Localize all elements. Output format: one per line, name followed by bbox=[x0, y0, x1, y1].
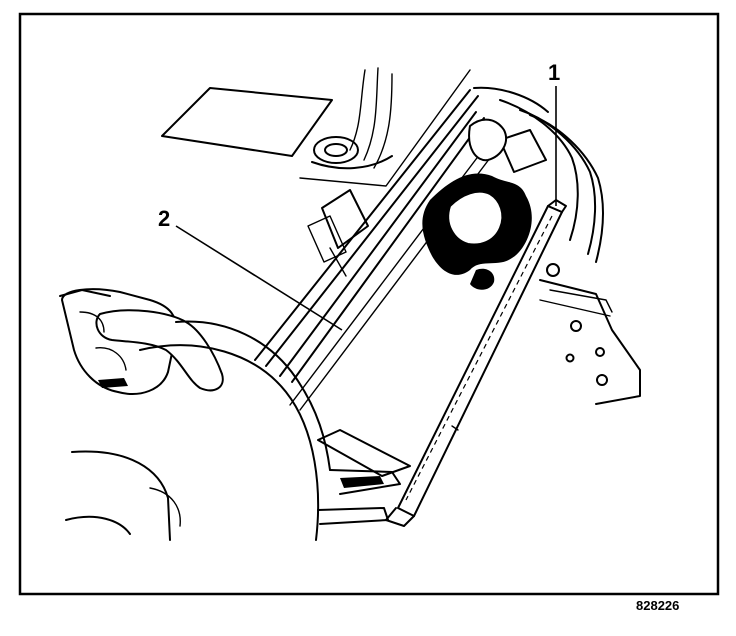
floor-pad bbox=[161, 87, 333, 157]
body-hole bbox=[596, 374, 608, 386]
seat-trim bbox=[59, 288, 224, 395]
body-side-panel bbox=[539, 279, 641, 405]
figure-frame bbox=[18, 12, 720, 596]
weatherstrip bbox=[385, 199, 567, 527]
pinch-weld bbox=[307, 189, 369, 277]
body-hole bbox=[570, 320, 582, 332]
wheelhouse-panel bbox=[473, 86, 605, 277]
clip-dot bbox=[546, 263, 560, 277]
floor-pan-contours bbox=[299, 67, 471, 187]
callout-label-1: 1 bbox=[548, 60, 560, 85]
insulation-area bbox=[422, 118, 532, 290]
figure-id: 828226 bbox=[636, 598, 680, 613]
lower-sill-end bbox=[317, 429, 411, 525]
body-hole bbox=[595, 347, 605, 357]
body-hole bbox=[565, 353, 575, 363]
drain-hole bbox=[313, 136, 359, 164]
callout-label-2: 2 bbox=[158, 206, 170, 231]
trim-panel bbox=[65, 320, 331, 541]
leader-line-2 bbox=[175, 225, 343, 331]
